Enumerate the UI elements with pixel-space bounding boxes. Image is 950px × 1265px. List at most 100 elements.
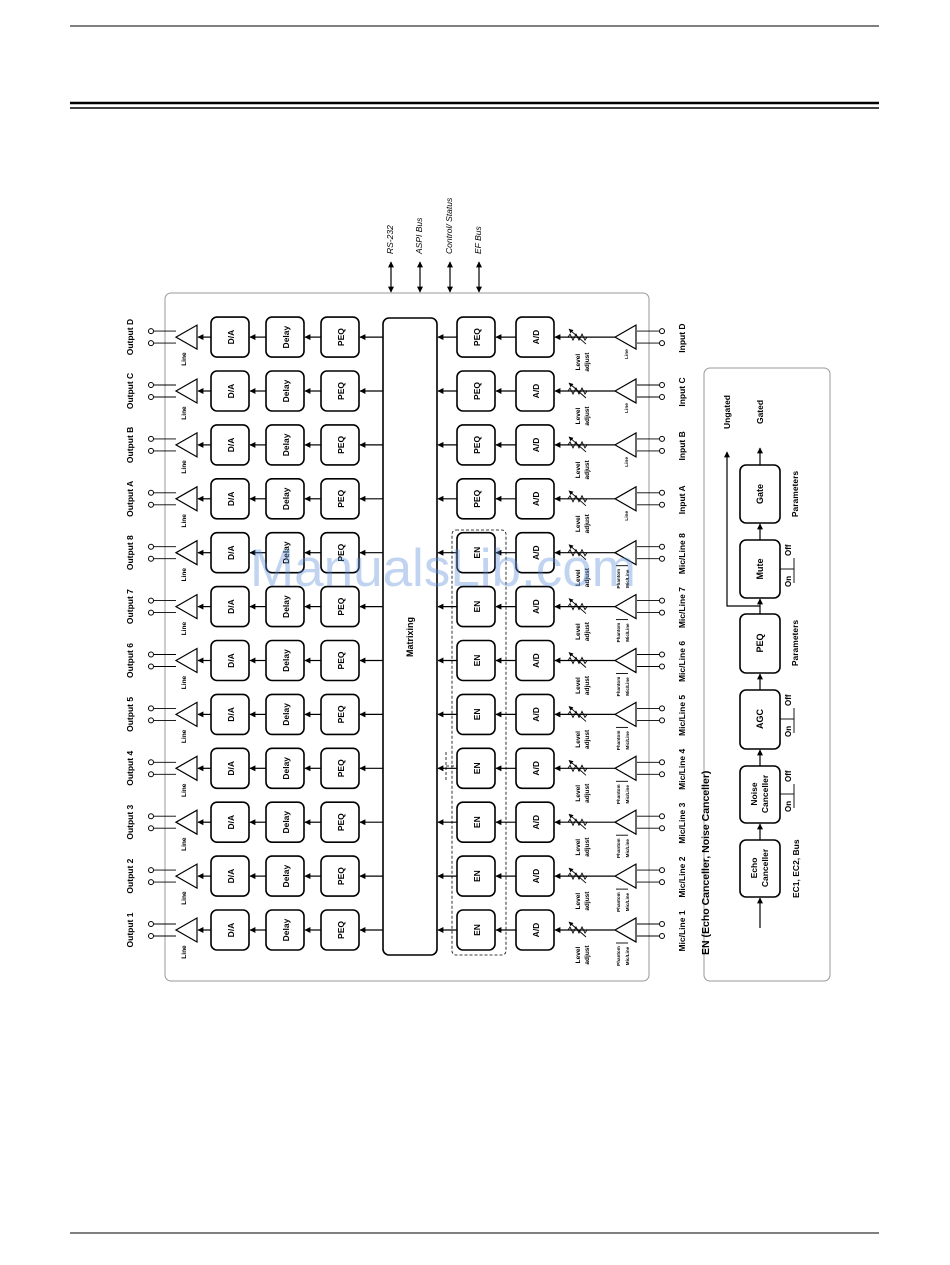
output-label-1: Output 1	[125, 912, 135, 947]
level-label: Level	[575, 515, 582, 532]
input-label-2: Mic/Line 2	[677, 856, 687, 897]
delay-block	[265, 531, 305, 574]
phantom-label: Phantom	[616, 731, 621, 751]
noise-canceller-label-1: Noise	[749, 782, 759, 805]
adjust-label: adjust	[584, 783, 591, 803]
input-peq-block	[456, 424, 496, 466]
input-terminal	[659, 933, 665, 939]
ad-label: A/D	[531, 599, 541, 614]
line-label: Line	[181, 622, 188, 636]
delay-block	[265, 585, 305, 628]
da-label: D/A	[226, 599, 236, 614]
output-line-amp-icon	[174, 809, 198, 836]
en-block	[456, 747, 496, 790]
agc-off-label: Off	[784, 694, 793, 706]
input-terminal	[659, 813, 665, 820]
level-label: Level	[575, 946, 582, 963]
output-line-amp-icon	[174, 431, 198, 458]
ad-label: A/D	[531, 761, 541, 776]
da-label: D/A	[226, 653, 236, 668]
output-terminal	[148, 435, 154, 442]
phantom-label: Phantom	[616, 838, 621, 858]
da-label: D/A	[226, 330, 236, 345]
output-peq-block	[320, 801, 360, 844]
en-label: EN	[472, 816, 482, 828]
da-block	[210, 801, 250, 844]
ad-label: A/D	[531, 330, 541, 345]
output-peq-block	[320, 693, 360, 736]
line-label: Line	[181, 783, 188, 797]
line-label: Line	[624, 403, 630, 413]
micline-label: Mic/Line	[625, 839, 630, 858]
ad-block	[515, 909, 555, 951]
en-interconnect	[445, 752, 457, 780]
en-block	[456, 909, 496, 951]
da-block	[210, 909, 250, 951]
output-terminal	[148, 597, 154, 604]
delay-label: Delay	[281, 541, 291, 564]
bus-label-2: ASPI Bus	[414, 217, 424, 255]
input-peq-block	[456, 316, 496, 358]
en-block	[456, 639, 496, 682]
phantom-label: Phantom	[616, 677, 621, 697]
input-amp-icon	[613, 701, 637, 728]
input-label-9: Input A	[677, 485, 687, 514]
input-label-8: Mic/Line 8	[677, 533, 687, 574]
output-peq-label: PEQ	[336, 382, 346, 400]
input-amp-icon	[613, 377, 637, 405]
noise-off-label: Off	[784, 770, 793, 782]
output-peq-block	[320, 747, 360, 790]
input-terminal	[659, 771, 665, 778]
delay-label: Delay	[281, 649, 291, 672]
output-peq-block	[320, 424, 360, 466]
ad-label: A/D	[531, 653, 541, 668]
gate-parameters-label: Parameters	[790, 471, 800, 518]
output-label-4: Output 4	[125, 751, 135, 786]
input-peq-label: PEQ	[472, 328, 482, 346]
ungated-label: Ungated	[722, 395, 732, 429]
output-terminal	[148, 394, 154, 400]
en-block	[456, 855, 496, 897]
ad-label: A/D	[531, 923, 541, 938]
output-terminal	[148, 609, 154, 616]
level-label: Level	[575, 354, 582, 371]
ad-block	[515, 639, 555, 682]
en-detail-panel: EN (Echo Canceller, Noise Canceller) Ech…	[700, 367, 831, 982]
output-line-amp-icon	[174, 539, 198, 566]
adjust-label: adjust	[584, 352, 591, 372]
delay-block	[265, 855, 305, 897]
ad-block	[515, 855, 555, 897]
output-peq-label: PEQ	[336, 651, 346, 669]
ad-label: A/D	[531, 869, 541, 884]
output-label-2: Output 2	[125, 858, 135, 893]
input-terminal	[659, 663, 665, 670]
output-terminal	[148, 651, 154, 658]
input-label-1: Mic/Line 1	[677, 910, 687, 951]
en-label: EN	[472, 762, 482, 774]
output-terminal	[148, 759, 154, 766]
da-label: D/A	[226, 707, 236, 722]
input-terminal	[659, 501, 665, 508]
output-terminal	[148, 382, 154, 388]
delay-label: Delay	[281, 595, 291, 618]
input-terminal	[659, 489, 665, 496]
input-terminal	[659, 543, 665, 550]
input-label-10: Input B	[677, 431, 687, 460]
output-terminal	[148, 705, 154, 712]
en-peq-label: PEQ	[755, 633, 765, 652]
output-line-amp-icon	[174, 647, 198, 674]
en-label: EN	[472, 924, 482, 936]
input-terminal	[659, 921, 665, 927]
ad-block	[515, 370, 555, 412]
output-peq-label: PEQ	[336, 921, 346, 939]
line-label: Line	[181, 514, 188, 528]
adjust-label: adjust	[584, 406, 591, 426]
